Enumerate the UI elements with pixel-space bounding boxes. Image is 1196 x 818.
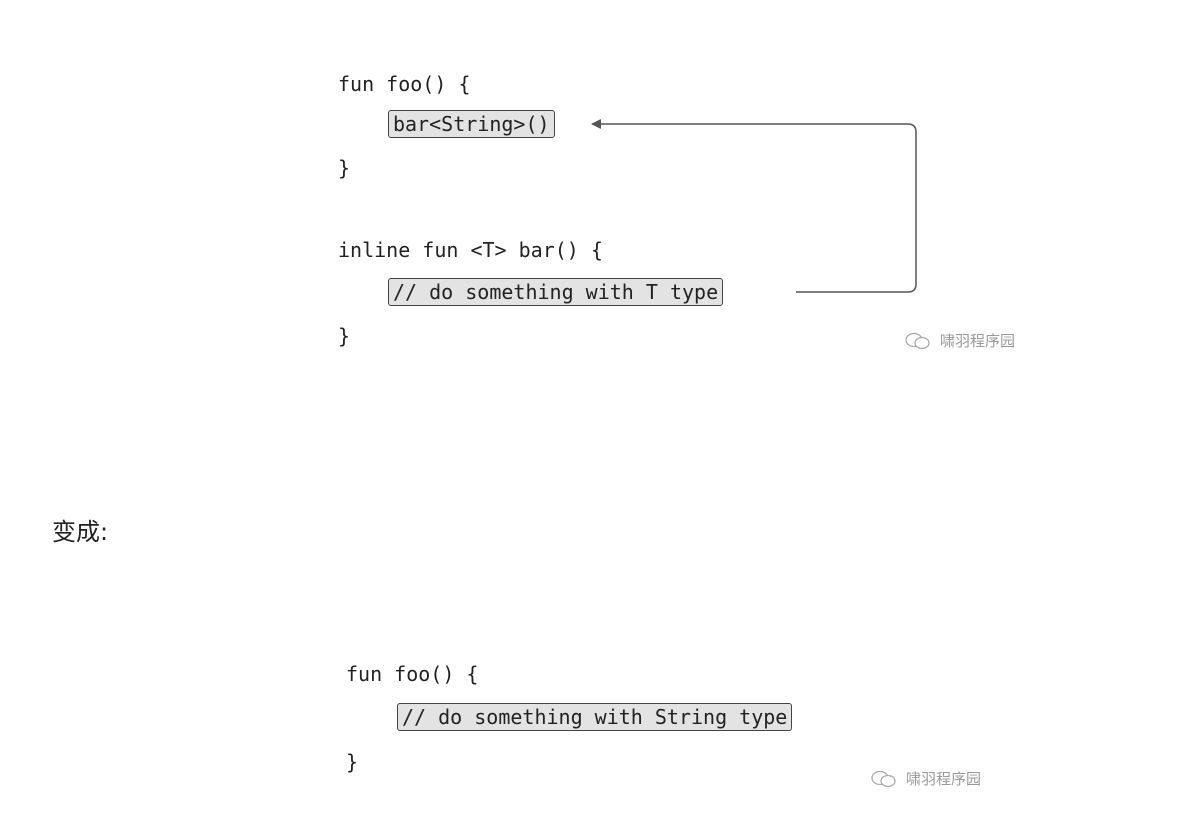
- after-watermark-text: 啸羽程序园: [906, 770, 982, 788]
- wechat-icon: [871, 770, 896, 787]
- after-close-brace: }: [346, 750, 359, 774]
- before-watermark: 啸羽程序园: [904, 330, 1015, 351]
- before-close-brace-1: }: [338, 156, 351, 180]
- caption-becomes: 变成:: [52, 518, 109, 546]
- before-watermark-text: 啸羽程序园: [940, 332, 1016, 350]
- after-body-box: // do something with String type: [397, 703, 793, 731]
- after-line-fun-foo: fun foo() {: [346, 662, 479, 686]
- wechat-icon: [905, 332, 930, 349]
- before-body-box: // do something with T type: [388, 278, 724, 306]
- before-line-fun-foo: fun foo() {: [338, 72, 471, 96]
- after-watermark: 啸羽程序园: [870, 768, 981, 789]
- before-call-box: bar<String>(): [388, 110, 555, 138]
- before-line-inline-fun-bar: inline fun <T> bar() {: [338, 238, 603, 262]
- before-close-brace-2: }: [338, 324, 351, 348]
- arrow-path: [591, 119, 917, 293]
